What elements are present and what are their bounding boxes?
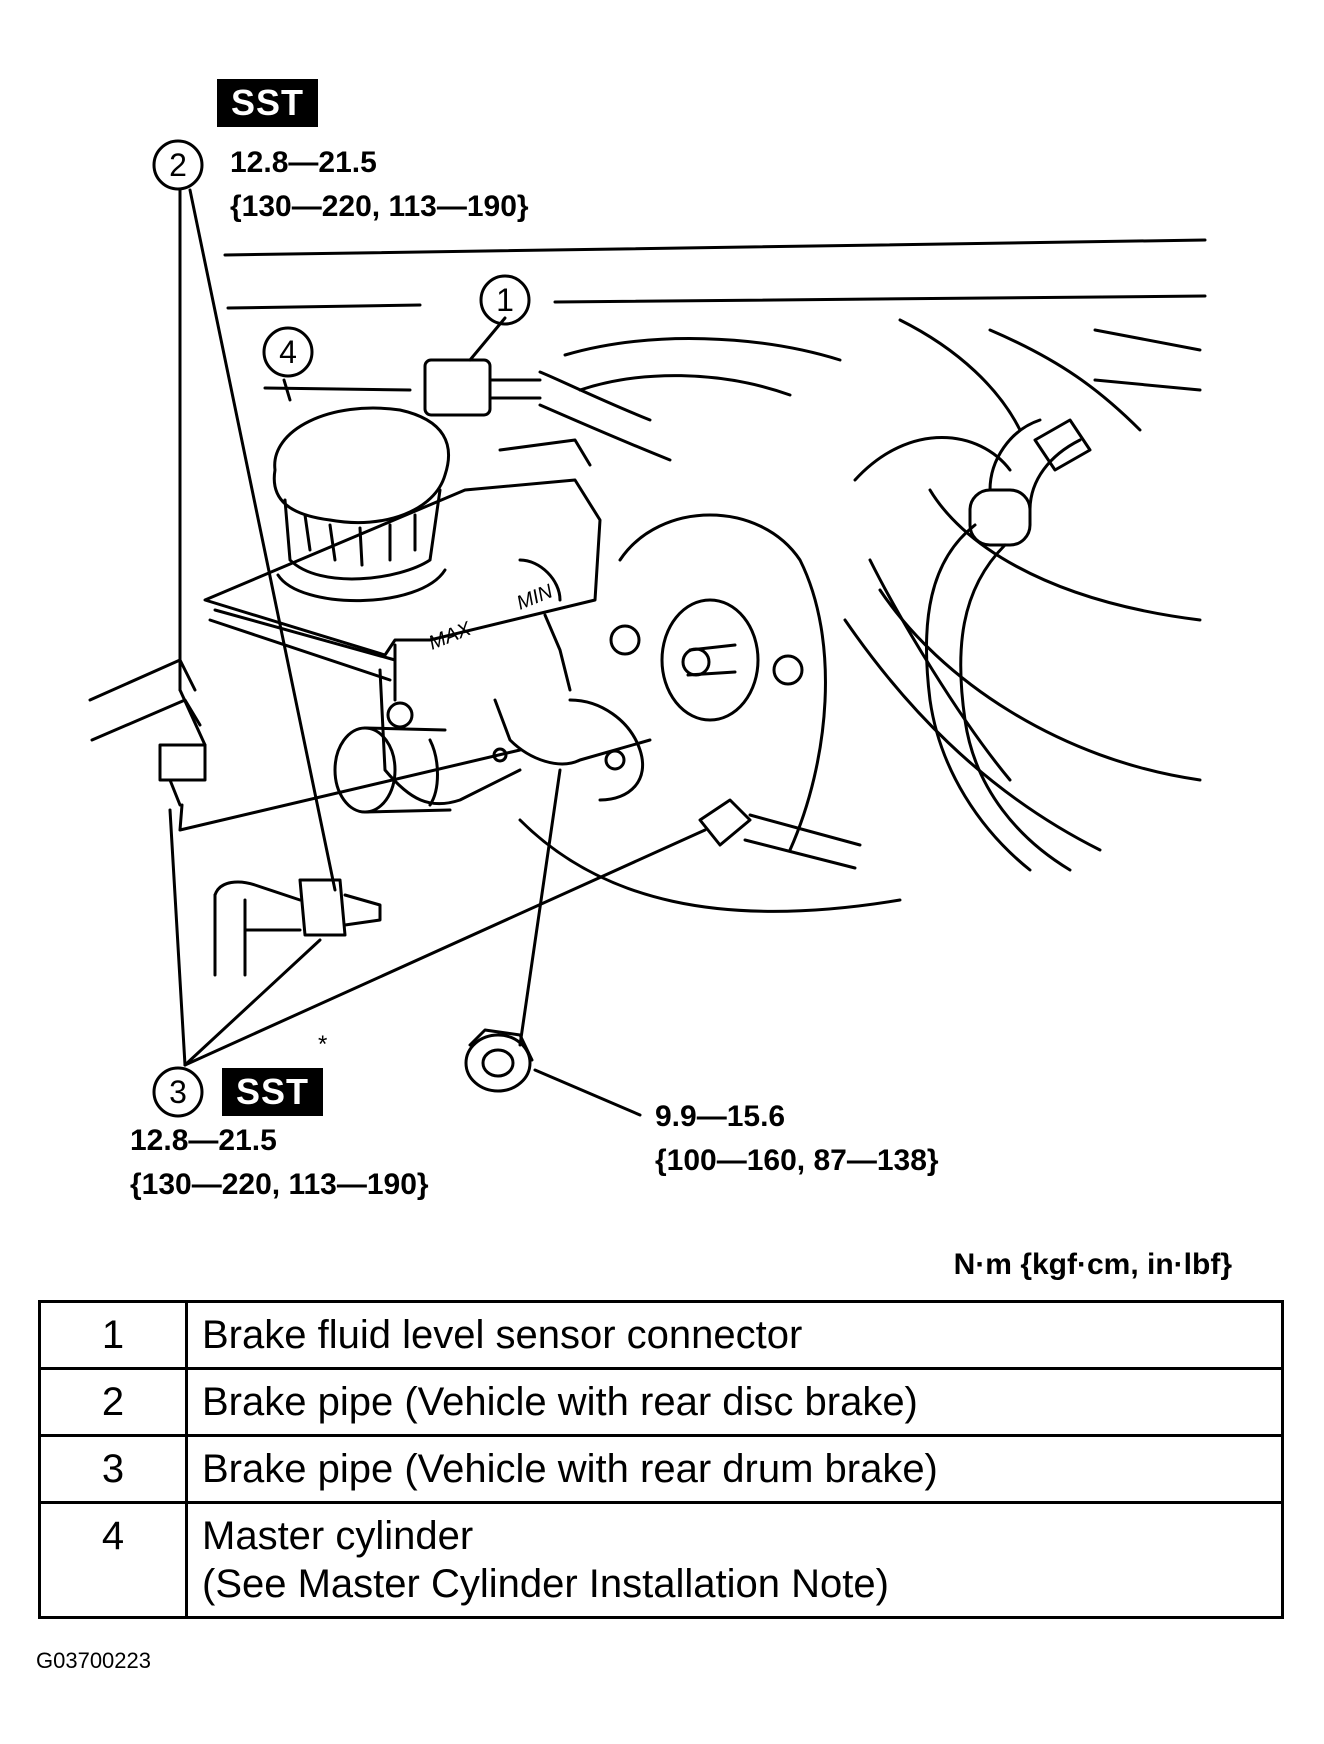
legend-text: Brake pipe (Vehicle with rear drum brake… bbox=[185, 1434, 1284, 1504]
figure-code: G03700223 bbox=[36, 1648, 151, 1673]
reservoir bbox=[203, 478, 602, 702]
legend-row: 1 Brake fluid level sensor connector bbox=[38, 1300, 1284, 1370]
torque-top-alt: {130—220, 113—190} bbox=[230, 190, 529, 223]
legend-text: Master cylinder (See Master Cylinder Ins… bbox=[185, 1501, 1284, 1619]
vacuum-hose bbox=[925, 328, 1202, 872]
legend-table: 1 Brake fluid level sensor connector 2 B… bbox=[38, 1300, 1284, 1619]
firewall-lines bbox=[223, 238, 1207, 432]
booster-center bbox=[609, 598, 804, 722]
callout-2-circle bbox=[152, 139, 204, 191]
leader-lines bbox=[168, 188, 707, 1117]
sst-badge-bottom: SST bbox=[222, 1068, 324, 1116]
torque-bottom-right-value: 9.9—15.6 bbox=[655, 1100, 786, 1133]
legend-num: 2 bbox=[38, 1367, 188, 1437]
brake-pipes bbox=[88, 658, 862, 977]
legend-text-line: Brake pipe (Vehicle with rear disc brake… bbox=[202, 1380, 918, 1424]
legend-text-line: Master cylinder bbox=[202, 1514, 474, 1558]
legend-row: 2 Brake pipe (Vehicle with rear disc bra… bbox=[38, 1367, 1284, 1437]
torque-bottom-left-value: 12.8—21.5 bbox=[130, 1124, 277, 1157]
legend-text-line-2: (See Master Cylinder Installation Note) bbox=[202, 1562, 889, 1606]
torque-top-value: 12.8—21.5 bbox=[230, 146, 377, 179]
torque-units: N·m {kgf·cm, in·lbf} bbox=[953, 1248, 1232, 1281]
legend-num: 3 bbox=[38, 1434, 188, 1504]
sst-badge-top: SST bbox=[217, 79, 319, 127]
legend-num: 4 bbox=[38, 1501, 188, 1619]
callout-4-circle bbox=[262, 326, 314, 378]
sensor-connector bbox=[423, 358, 672, 467]
legend-row: 3 Brake pipe (Vehicle with rear drum bra… bbox=[38, 1434, 1284, 1504]
legend-row: 4 Master cylinder (See Master Cylinder I… bbox=[38, 1501, 1284, 1619]
asterisk: * bbox=[318, 1031, 327, 1058]
reservoir-cap bbox=[272, 406, 450, 603]
callout-circles bbox=[152, 139, 531, 1118]
callout-3-circle bbox=[152, 1066, 204, 1118]
legend-text-line: Brake pipe (Vehicle with rear drum brake… bbox=[202, 1447, 938, 1491]
callout-4: 4 bbox=[279, 334, 297, 370]
mounting-nut bbox=[464, 1028, 534, 1093]
callout-1-circle bbox=[479, 274, 531, 326]
legend-num: 1 bbox=[38, 1300, 188, 1370]
torque-bottom-right-alt: {100—160, 87—138} bbox=[655, 1144, 939, 1177]
brake-booster bbox=[518, 436, 1202, 913]
callout-2: 2 bbox=[169, 147, 187, 183]
callout-1: 1 bbox=[496, 282, 514, 318]
legend-text-line: Brake fluid level sensor connector bbox=[202, 1313, 803, 1357]
master-cylinder-body bbox=[333, 668, 652, 814]
legend-text: Brake pipe (Vehicle with rear disc brake… bbox=[185, 1367, 1284, 1437]
max-mark: MAX bbox=[426, 618, 475, 655]
torque-bottom-left-alt: {130—220, 113—190} bbox=[130, 1168, 429, 1201]
callout-3: 3 bbox=[169, 1074, 187, 1110]
legend-text: Brake fluid level sensor connector bbox=[185, 1300, 1284, 1370]
master-cylinder-diagram: 1 2 3 4 MAX MIN * bbox=[88, 139, 1207, 1118]
